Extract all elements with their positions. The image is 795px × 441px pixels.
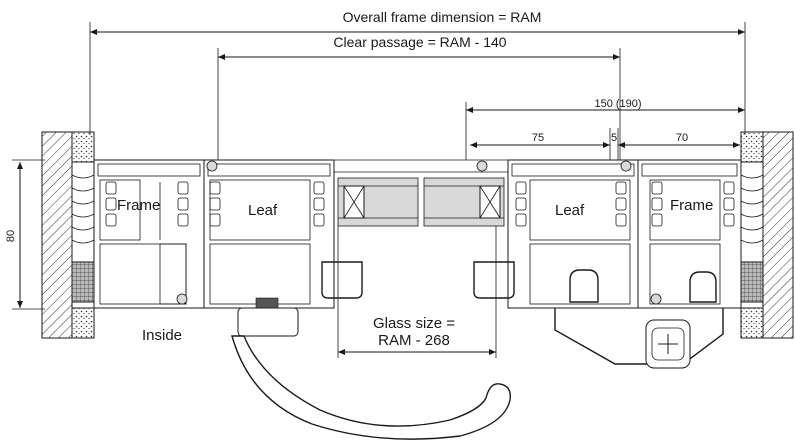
leaf-right-label: Leaf: [555, 202, 585, 219]
dimension-overall: Overall frame dimension = RAM: [89, 9, 746, 135]
dim-70-label: 70: [676, 132, 688, 144]
frame-left-label: Frame: [117, 197, 160, 214]
glass-pane-right: [423, 177, 505, 227]
dimension-75-5-70: 75 5 70: [470, 128, 740, 165]
hinge-plate-right: [554, 308, 724, 369]
dimension-80: 80: [5, 159, 45, 310]
leaf-profile-right: [473, 159, 639, 309]
glass-size-dimension: Glass size = RAM - 268: [337, 226, 497, 358]
glass-pane-left: [337, 177, 419, 227]
dimension-150: 150 (190): [465, 98, 745, 160]
dim-5-label: 5: [611, 132, 617, 144]
frame-profile-left: [93, 159, 205, 309]
inside-label: Inside: [142, 327, 182, 344]
leaf-left-label: Leaf: [248, 202, 278, 219]
frame-right-label: Frame: [670, 197, 713, 214]
clear-passage-label: Clear passage = RAM - 140: [333, 34, 506, 50]
wall-right: [740, 131, 794, 339]
overall-dimension-label: Overall frame dimension = RAM: [343, 9, 542, 25]
glass-size-line2: RAM - 268: [378, 332, 450, 349]
dim-75-label: 75: [532, 132, 544, 144]
leaf-profile-left: [176, 159, 363, 309]
wall-left: [41, 131, 95, 339]
glass-size-line1: Glass size =: [373, 315, 455, 332]
frame-profile-right: [637, 159, 742, 309]
lever-handle: [231, 297, 511, 440]
dim-150-label: 150 (190): [594, 98, 641, 110]
dimension-clear-passage: Clear passage = RAM - 140: [217, 34, 621, 160]
dim-80-label: 80: [5, 230, 17, 242]
